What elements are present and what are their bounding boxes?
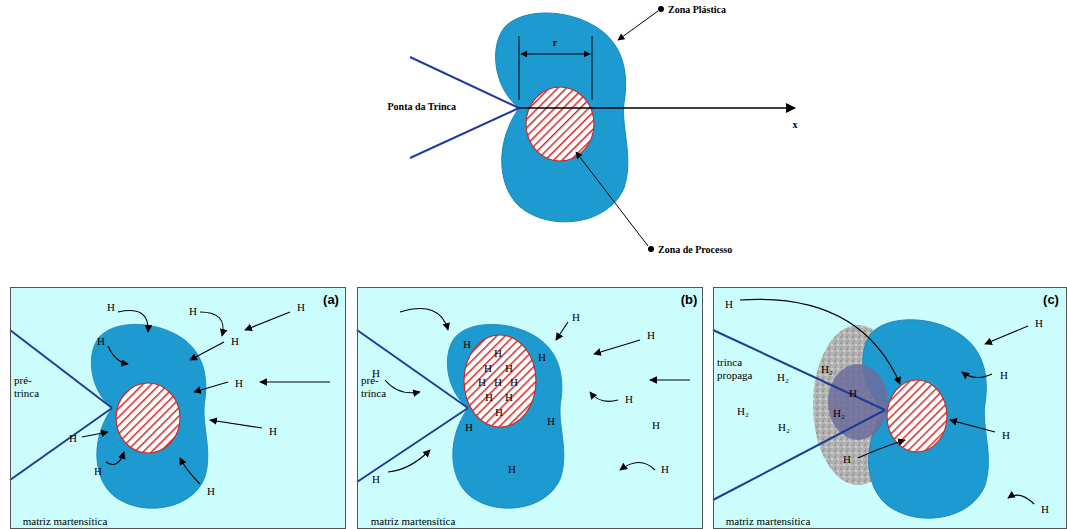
panel-a-figure — [10, 311, 330, 509]
hydrogen-label: H — [508, 463, 516, 475]
panel: (b)pré- trincamatriz martensíticaHHHHHHH… — [357, 287, 703, 529]
zone-callout: Zona Plástica — [668, 4, 726, 15]
panel: (a) pré- trinca matriz martensítica H H H H H H H… — [10, 287, 346, 529]
hydrogen-label: H₂ — [821, 363, 833, 375]
panel-tag: (c) — [1043, 292, 1059, 307]
hydrogen-label: H — [494, 376, 502, 388]
crack-label: pré- trinca — [361, 374, 401, 399]
hydrogen-label: H — [505, 391, 513, 403]
matrix-label: matriz martensítica — [371, 515, 456, 527]
axis-label: x — [793, 119, 798, 130]
hydrogen-label: H — [372, 473, 380, 485]
hydrogen-label: H — [505, 362, 513, 374]
crack-label: pré- trinca — [14, 374, 54, 399]
hydrogen-label: H — [625, 393, 633, 405]
hydrogen-label: H — [495, 406, 503, 418]
hydrogen-label: H — [463, 338, 471, 350]
zone-callout: Zona de Processo — [658, 244, 732, 255]
panel-tag: (b) — [681, 292, 698, 307]
hydrogen-label: H — [1002, 429, 1010, 441]
hydrogen-label: H — [231, 335, 239, 347]
hydrogen-label: H₂ — [777, 371, 789, 383]
hydrogen-label: H — [725, 298, 733, 310]
hydrogen-label: H — [372, 367, 380, 379]
hydrogen-label: H — [547, 415, 555, 427]
hydrogen-label: H — [1041, 503, 1049, 515]
hydrogen-label: H — [235, 377, 243, 389]
hydrogen-label: H — [207, 485, 215, 497]
hydrogen-label: H — [484, 362, 492, 374]
panel-tag: (a) — [323, 292, 339, 307]
hydrogen-label: H — [661, 463, 669, 475]
hydrogen-label: H — [510, 376, 518, 388]
hydrogen-label: H — [69, 432, 77, 444]
hydrogen-label: H — [1035, 317, 1043, 329]
hydrogen-label: H — [843, 453, 851, 465]
hydrogen-label: H₂ — [833, 407, 845, 419]
dimension-label: r — [553, 37, 557, 48]
hydrogen-label: H — [538, 351, 546, 363]
hydrogen-label: H₂ — [737, 405, 749, 417]
hydrogen-label: H — [485, 391, 493, 403]
hydrogen-label: H₂ — [778, 421, 790, 433]
matrix-label: matriz martensítica — [23, 515, 108, 527]
hydrogen-label: H — [1000, 369, 1008, 381]
panel-c-figure — [713, 299, 1034, 518]
matrix-label: matriz martensítica — [726, 515, 811, 527]
crack-label: trinca propaga — [717, 356, 757, 381]
hydrogen-label: H — [297, 301, 305, 313]
hydrogen-label: H — [97, 335, 105, 347]
panel: (c) trinca propaga matriz martensítica H₂ H₂… — [713, 287, 1067, 529]
hydrogen-label: H — [572, 311, 580, 323]
hydrogen-label: H — [107, 301, 115, 313]
panel-b-figure — [357, 309, 690, 509]
crack-tip-label: Ponta da Trinca — [387, 101, 456, 112]
top-diagram — [410, 6, 795, 252]
hydrogen-label: H — [269, 425, 277, 437]
hydrogen-label: H — [465, 421, 473, 433]
hydrogen-label: H — [652, 419, 660, 431]
hydrogen-label: H — [478, 376, 486, 388]
hydrogen-label: H — [494, 347, 502, 359]
hydrogen-label: H — [849, 387, 857, 399]
hydrogen-label: H — [94, 465, 102, 477]
hydrogen-label: H — [189, 305, 197, 317]
hydrogen-label: H — [647, 329, 655, 341]
